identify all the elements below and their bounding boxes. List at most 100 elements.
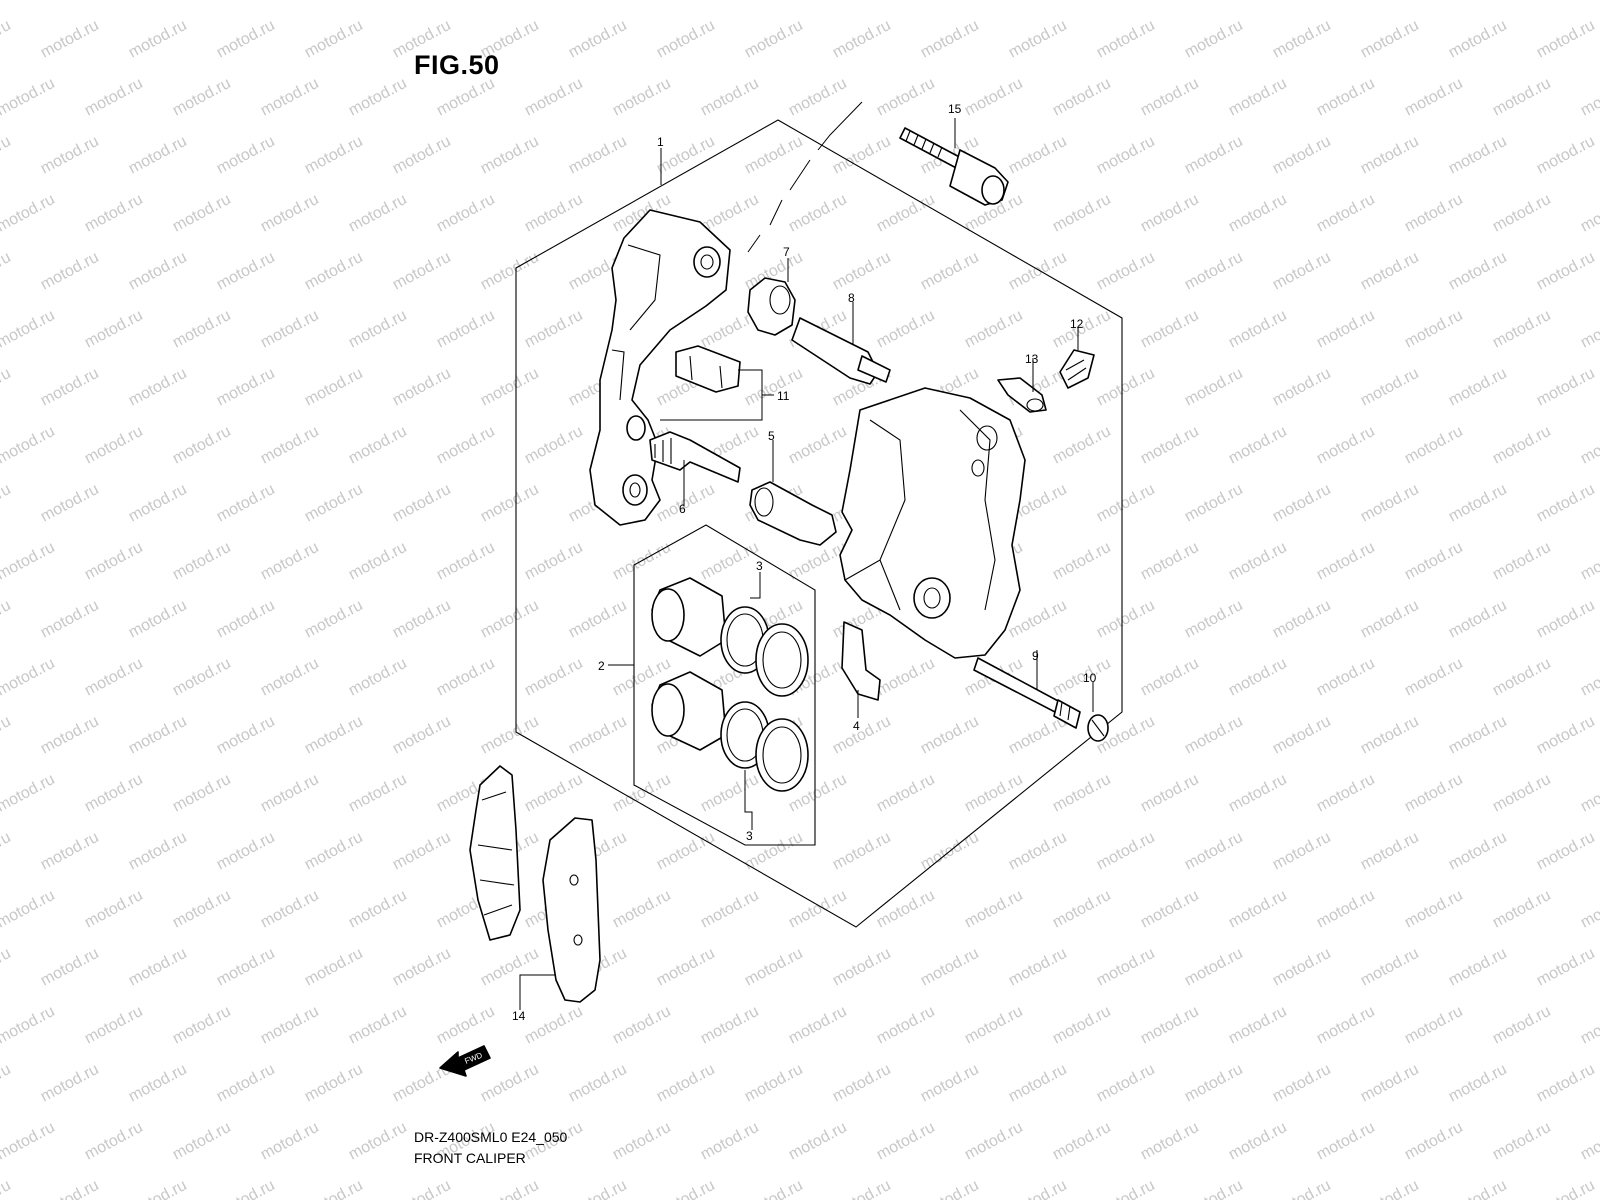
callout-1: 1 xyxy=(657,135,664,149)
watermark-text: motod.ru xyxy=(962,75,1026,120)
watermark-text: motod.ru xyxy=(654,481,718,526)
watermark-text: motod.ru xyxy=(1578,771,1600,816)
watermark-text: motod.ru xyxy=(522,655,586,700)
watermark-text: motod.ru xyxy=(874,655,938,700)
watermark-text: motod.ru xyxy=(82,191,146,236)
callout-11: 11 xyxy=(777,389,790,403)
watermark-text: motod.ru xyxy=(82,655,146,700)
watermark-text: motod.ru xyxy=(874,191,938,236)
model-code: DR-Z400SML0 E24_050 xyxy=(414,1129,568,1145)
watermark-text: motod.ru xyxy=(478,1061,542,1106)
watermark-text: motod.ru xyxy=(1094,133,1158,178)
watermark-text: motod.ru xyxy=(1314,75,1378,120)
watermark-text: motod.ru xyxy=(1490,75,1554,120)
watermark-text: motod.ru xyxy=(566,1177,630,1200)
watermark-text: motod.ru xyxy=(742,1061,806,1106)
watermark-text: motod.ru xyxy=(1314,771,1378,816)
watermark-text: motod.ru xyxy=(610,1003,674,1048)
watermark-text: motod.ru xyxy=(1534,365,1598,410)
watermark-text: motod.ru xyxy=(1446,249,1510,294)
watermark-text: motod.ru xyxy=(1138,1119,1202,1164)
watermark-text: motod.ru xyxy=(874,1003,938,1048)
watermark-text: motod.ru xyxy=(302,597,366,642)
watermark-text: motod.ru xyxy=(82,0,146,4)
watermark-text: motod.ru xyxy=(1358,829,1422,874)
watermark-text: motod.ru xyxy=(918,249,982,294)
watermark-text: motod.ru xyxy=(1402,655,1466,700)
watermark-text: motod.ru xyxy=(346,75,410,120)
watermark-text: motod.ru xyxy=(0,17,14,62)
watermark-text: motod.ru xyxy=(698,539,762,584)
watermark-text: motod.ru xyxy=(1578,75,1600,120)
watermark-text: motod.ru xyxy=(786,0,850,4)
watermark-text: motod.ru xyxy=(82,1003,146,1048)
watermark-text: motod.ru xyxy=(1314,307,1378,352)
watermark-text: motod.ru xyxy=(786,191,850,236)
watermark-text: motod.ru xyxy=(962,0,1026,4)
watermark-text: motod.ru xyxy=(1226,887,1290,932)
watermark-text: motod.ru xyxy=(1402,1003,1466,1048)
watermark-text: motod.ru xyxy=(654,1177,718,1200)
watermark-text: motod.ru xyxy=(82,887,146,932)
watermark-text: motod.ru xyxy=(1050,75,1114,120)
watermark-text: motod.ru xyxy=(1446,481,1510,526)
watermark-text: motod.ru xyxy=(346,539,410,584)
callout-10: 10 xyxy=(1083,671,1097,685)
watermark-text: motod.ru xyxy=(38,249,102,294)
watermark-text: motod.ru xyxy=(258,771,322,816)
watermark-text: motod.ru xyxy=(38,1177,102,1200)
watermark-text: motod.ru xyxy=(38,829,102,874)
fwd-arrow-icon: FWD xyxy=(439,1045,491,1077)
watermark-text: motod.ru xyxy=(434,307,498,352)
watermark-text: motod.ru xyxy=(742,365,806,410)
watermark-text: motod.ru xyxy=(214,597,278,642)
watermark-text: motod.ru xyxy=(170,1119,234,1164)
watermark-text: motod.ru xyxy=(126,1061,190,1106)
watermark-text: motod.ru xyxy=(1358,1177,1422,1200)
watermark-text: motod.ru xyxy=(390,713,454,758)
watermark-text: motod.ru xyxy=(1534,1061,1598,1106)
pin-part-8 xyxy=(791,317,891,385)
watermark-text: motod.ru xyxy=(918,713,982,758)
watermark-text: motod.ru xyxy=(522,423,586,468)
brake-pad-rear xyxy=(542,817,601,1003)
watermark-text: motod.ru xyxy=(1358,481,1422,526)
watermark-text: motod.ru xyxy=(1578,655,1600,700)
watermark-text: motod.ru xyxy=(1446,713,1510,758)
watermark-text: motod.ru xyxy=(258,423,322,468)
watermark-text: motod.ru xyxy=(1138,1003,1202,1048)
watermark-text: motod.ru xyxy=(1270,829,1334,874)
watermark-text: motod.ru xyxy=(38,945,102,990)
watermark-text: motod.ru xyxy=(478,1177,542,1200)
watermark-text: motod.ru xyxy=(566,597,630,642)
watermark-text: motod.ru xyxy=(434,655,498,700)
watermark-text: motod.ru xyxy=(1490,655,1554,700)
caliper-bracket xyxy=(589,209,731,526)
watermark-text: motod.ru xyxy=(346,771,410,816)
watermark-text: motod.ru xyxy=(1270,365,1334,410)
watermark-text: motod.ru xyxy=(1138,75,1202,120)
watermark-text: motod.ru xyxy=(214,481,278,526)
watermark-text: motod.ru xyxy=(214,249,278,294)
watermark-text: motod.ru xyxy=(1094,1177,1158,1200)
watermark-text: motod.ru xyxy=(478,713,542,758)
watermark-text: motod.ru xyxy=(654,17,718,62)
watermark-text: motod.ru xyxy=(0,423,58,468)
watermark-text: motod.ru xyxy=(1402,423,1466,468)
watermark-text: motod.ru xyxy=(918,1177,982,1200)
watermark-text: motod.ru xyxy=(830,829,894,874)
watermark-text: motod.ru xyxy=(1270,481,1334,526)
watermark-text: motod.ru xyxy=(830,1177,894,1200)
watermark-text: motod.ru xyxy=(918,945,982,990)
watermark-text: motod.ru xyxy=(434,539,498,584)
watermark-text: motod.ru xyxy=(1226,0,1290,4)
watermark-text: motod.ru xyxy=(126,17,190,62)
watermark-text: motod.ru xyxy=(0,597,14,642)
watermark-text: motod.ru xyxy=(302,1177,366,1200)
watermark-text: motod.ru xyxy=(1050,1119,1114,1164)
watermark-text: motod.ru xyxy=(1534,481,1598,526)
watermark-text: motod.ru xyxy=(1534,17,1598,62)
watermark-text: motod.ru xyxy=(742,133,806,178)
watermark-text: motod.ru xyxy=(1446,17,1510,62)
